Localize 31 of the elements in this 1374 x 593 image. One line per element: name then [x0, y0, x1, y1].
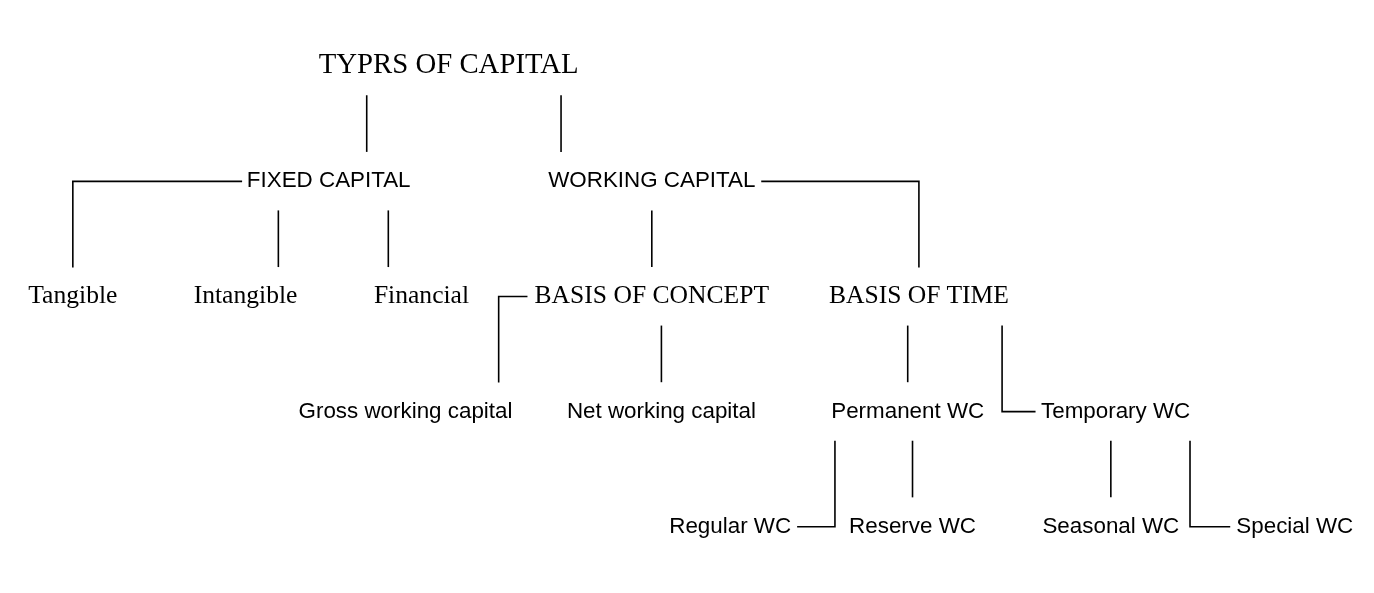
node-text: Net working capital: [566, 397, 756, 423]
node-text: Gross working capital: [298, 397, 513, 423]
connector: [760, 180, 920, 269]
node-text: BASIS OF CONCEPT: [534, 279, 770, 309]
connector: [1001, 324, 1037, 413]
connector: [911, 439, 914, 499]
connector: [72, 180, 243, 269]
connector: [651, 209, 653, 268]
node-text: Regular WC: [669, 512, 792, 538]
connector: [387, 209, 390, 268]
node-text: WORKING CAPITAL: [548, 167, 756, 193]
connector: [906, 324, 909, 383]
node-text: Special WC: [1236, 512, 1354, 538]
node-text: Financial: [373, 279, 470, 309]
node-text: Tangible: [28, 279, 118, 309]
node-text: Reserve WC: [849, 512, 976, 538]
node-text: Intangible: [193, 279, 298, 309]
node-text: Temporary WC: [1041, 397, 1191, 423]
node-text: TYPRS OF CAPITAL: [318, 47, 579, 80]
connector: [365, 94, 368, 153]
node-text: Seasonal WC: [1042, 512, 1180, 538]
connector: [796, 439, 836, 528]
node-text: Permanent WC: [831, 397, 985, 423]
connector: [497, 295, 529, 384]
node-text: FIXED CAPITAL: [246, 167, 411, 193]
connector: [560, 94, 562, 153]
node-text: BASIS OF TIME: [828, 279, 1009, 309]
connector: [1189, 439, 1231, 528]
connector: [660, 324, 663, 383]
connector: [1110, 439, 1112, 499]
connector: [277, 209, 280, 268]
